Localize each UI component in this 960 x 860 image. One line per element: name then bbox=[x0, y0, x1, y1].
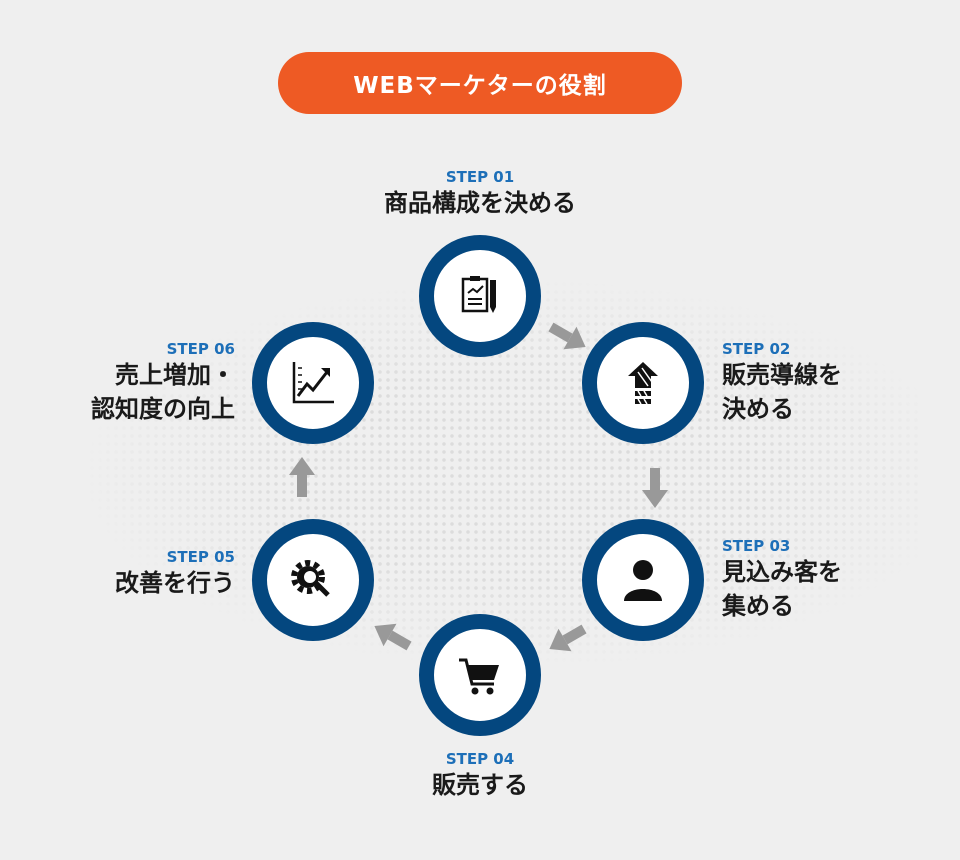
step-01-label: STEP 01 商品構成を決める bbox=[330, 168, 630, 220]
step-text: 認知度の向上 bbox=[91, 395, 235, 423]
step-text: 販売する bbox=[432, 771, 528, 799]
growth-chart-icon bbox=[292, 362, 334, 404]
step-text: 商品構成を決める bbox=[384, 189, 576, 217]
clipboard-chart-icon bbox=[461, 276, 496, 313]
step-05-label: STEP 05 改善を行う bbox=[30, 548, 235, 600]
arrow-step1-to-2 bbox=[548, 322, 586, 350]
step-02-label: STEP 02 販売導線を 決める bbox=[722, 340, 842, 426]
arrow-step3-to-4 bbox=[549, 624, 587, 652]
gear-search-icon bbox=[291, 560, 330, 597]
step-text: 販売導線を bbox=[722, 361, 842, 389]
step-text: 見込み客を bbox=[722, 558, 842, 586]
step-number: STEP 06 bbox=[166, 340, 235, 358]
step-06-label: STEP 06 売上増加・ 認知度の向上 bbox=[30, 340, 235, 426]
arrow-step4-to-5 bbox=[374, 623, 412, 651]
step-number: STEP 01 bbox=[445, 168, 515, 186]
up-arrow-icon bbox=[628, 362, 658, 405]
step-text: 改善を行う bbox=[115, 569, 235, 597]
cart-icon bbox=[459, 658, 499, 695]
step-number: STEP 02 bbox=[722, 340, 791, 358]
arrow-step5-to-6 bbox=[289, 457, 315, 497]
step-04-label: STEP 04 販売する bbox=[330, 750, 630, 802]
step-text: 売上増加・ bbox=[115, 361, 235, 389]
step-text: 集める bbox=[722, 592, 794, 620]
step-number: STEP 05 bbox=[166, 548, 235, 566]
step-number: STEP 03 bbox=[722, 537, 791, 555]
step-text: 決める bbox=[722, 395, 794, 423]
step-number: STEP 04 bbox=[445, 750, 515, 768]
page-title: WEBマーケターの役割 bbox=[278, 52, 682, 114]
person-icon bbox=[624, 560, 662, 601]
arrow-step2-to-3 bbox=[642, 468, 668, 508]
step-03-label: STEP 03 見込み客を 集める bbox=[722, 537, 842, 623]
